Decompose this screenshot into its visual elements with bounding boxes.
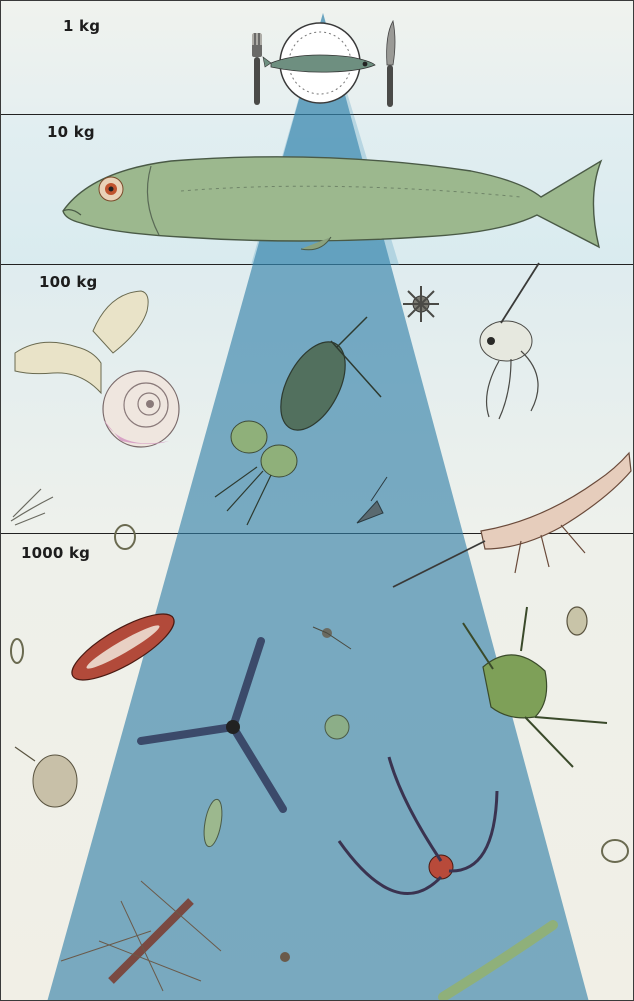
fork-icon xyxy=(252,33,262,105)
bell-plankton-illustration xyxy=(15,747,77,807)
feather-plankton-illustration xyxy=(11,489,53,525)
knife-icon xyxy=(387,21,395,107)
sea-snail-illustration xyxy=(15,291,179,447)
large-fish-illustration xyxy=(63,157,601,250)
larva-illustration xyxy=(480,263,539,419)
star-plankton-illustration xyxy=(403,286,439,322)
